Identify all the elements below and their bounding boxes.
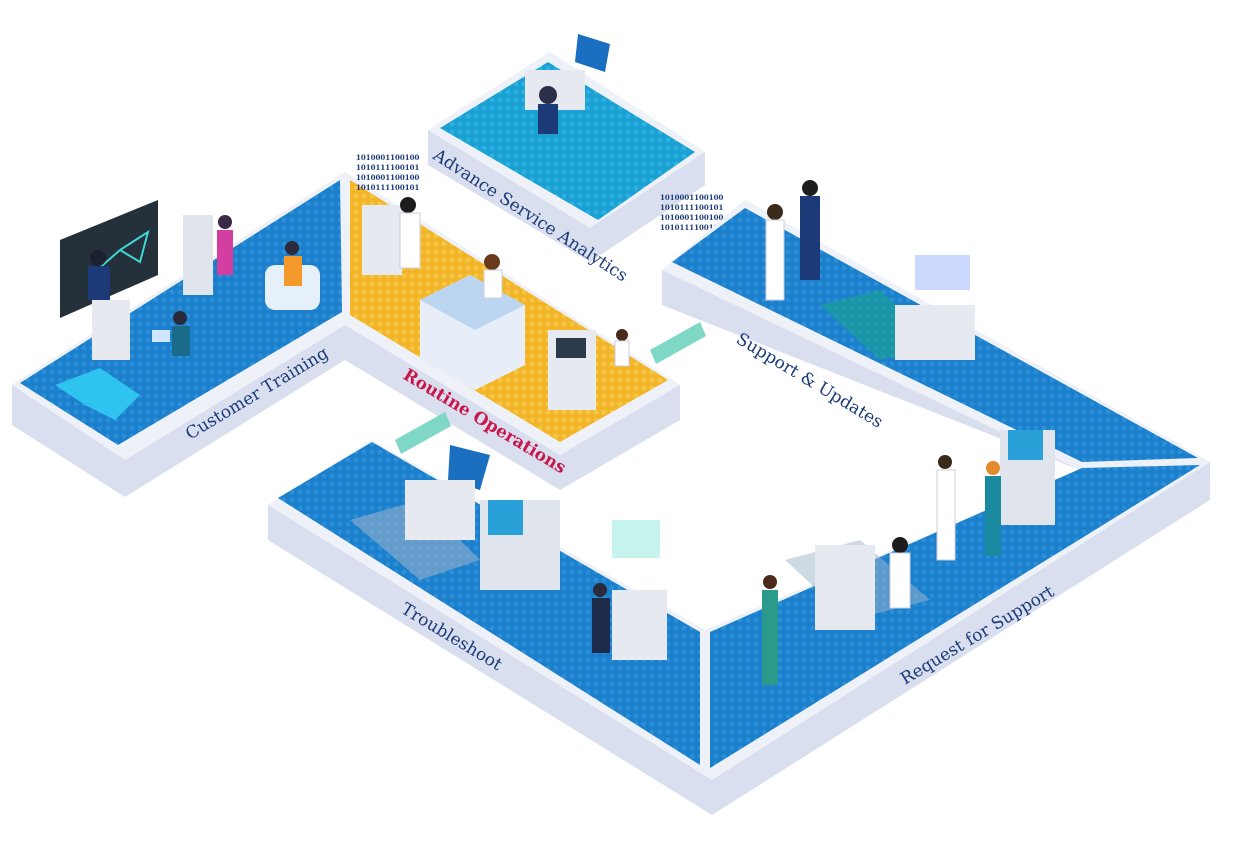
binary-line: 1010111100101 bbox=[660, 223, 723, 232]
person-body bbox=[592, 598, 610, 653]
person-body bbox=[217, 230, 233, 275]
person-head bbox=[593, 583, 607, 597]
binary-stream-2: 1010001100100 1010111100101 101000110010… bbox=[660, 193, 723, 232]
zone-troubleshoot: Troubleshoot bbox=[278, 442, 700, 765]
analyzer-panel bbox=[488, 500, 523, 535]
person-head bbox=[767, 204, 783, 220]
binary-line: 1010111100101 bbox=[356, 183, 419, 192]
podium bbox=[92, 300, 130, 360]
connector-routine-support bbox=[650, 322, 706, 364]
person-body bbox=[889, 552, 911, 609]
person-body bbox=[172, 326, 190, 356]
chair bbox=[265, 265, 320, 310]
lab-bench bbox=[362, 205, 402, 275]
desk bbox=[815, 545, 875, 630]
zone-routine-operations: Routine Operations bbox=[350, 180, 668, 478]
person-head bbox=[986, 461, 1000, 475]
person-body bbox=[284, 256, 302, 286]
desk-top bbox=[420, 275, 525, 330]
binary-line: 1010001100100 bbox=[356, 173, 419, 182]
person-head bbox=[802, 180, 818, 196]
person-head bbox=[539, 86, 557, 104]
analyzer-panel bbox=[1008, 430, 1043, 460]
platform-floor bbox=[440, 62, 695, 220]
monitor-screen bbox=[448, 445, 490, 490]
equipment bbox=[183, 215, 213, 295]
person-head bbox=[938, 455, 952, 469]
binary-line: 1010001100100 bbox=[660, 213, 723, 222]
whiteboard-diagram bbox=[94, 229, 150, 273]
platform-floor bbox=[710, 465, 1200, 768]
person-body bbox=[936, 469, 956, 561]
map-screen bbox=[575, 34, 610, 72]
person-head bbox=[90, 250, 106, 266]
person-body bbox=[483, 269, 503, 299]
person-body bbox=[538, 104, 558, 134]
zone-customer-training: Customer Training bbox=[20, 180, 342, 445]
person-head bbox=[484, 254, 500, 270]
person-head bbox=[892, 537, 908, 553]
binary-line: 1010001100100 bbox=[356, 153, 419, 162]
person-head bbox=[400, 197, 416, 213]
hologram-screen bbox=[612, 520, 660, 558]
workstation bbox=[612, 590, 667, 660]
person-body bbox=[765, 219, 785, 301]
lab-bench bbox=[405, 480, 475, 540]
binary-line: 1010111100101 bbox=[356, 163, 419, 172]
laptop bbox=[152, 330, 170, 342]
person-head bbox=[173, 311, 187, 325]
person-body bbox=[399, 212, 421, 269]
zone-advance-service-analytics: Advance Service Analytics bbox=[428, 34, 705, 286]
binary-line: 1010001100100 bbox=[660, 193, 723, 202]
video-call-screen bbox=[915, 255, 970, 290]
person-body bbox=[88, 266, 110, 300]
person-head bbox=[285, 241, 299, 255]
binary-stream-1: 1010001100100 1010111100101 101000110010… bbox=[356, 153, 419, 192]
person-body bbox=[614, 340, 630, 367]
person-body bbox=[800, 196, 820, 280]
person-head bbox=[218, 215, 232, 229]
person-head bbox=[763, 575, 777, 589]
person-head bbox=[616, 329, 628, 341]
person-body bbox=[985, 476, 1001, 556]
floor-marker bbox=[55, 368, 140, 420]
binary-line: 1010111100101 bbox=[660, 203, 723, 212]
desk bbox=[895, 305, 975, 360]
analyzer-screen bbox=[556, 338, 586, 358]
connector-routine-troubleshoot bbox=[395, 412, 451, 454]
zone-support-updates: Support & Updates bbox=[672, 180, 1198, 462]
person-body bbox=[762, 590, 778, 685]
